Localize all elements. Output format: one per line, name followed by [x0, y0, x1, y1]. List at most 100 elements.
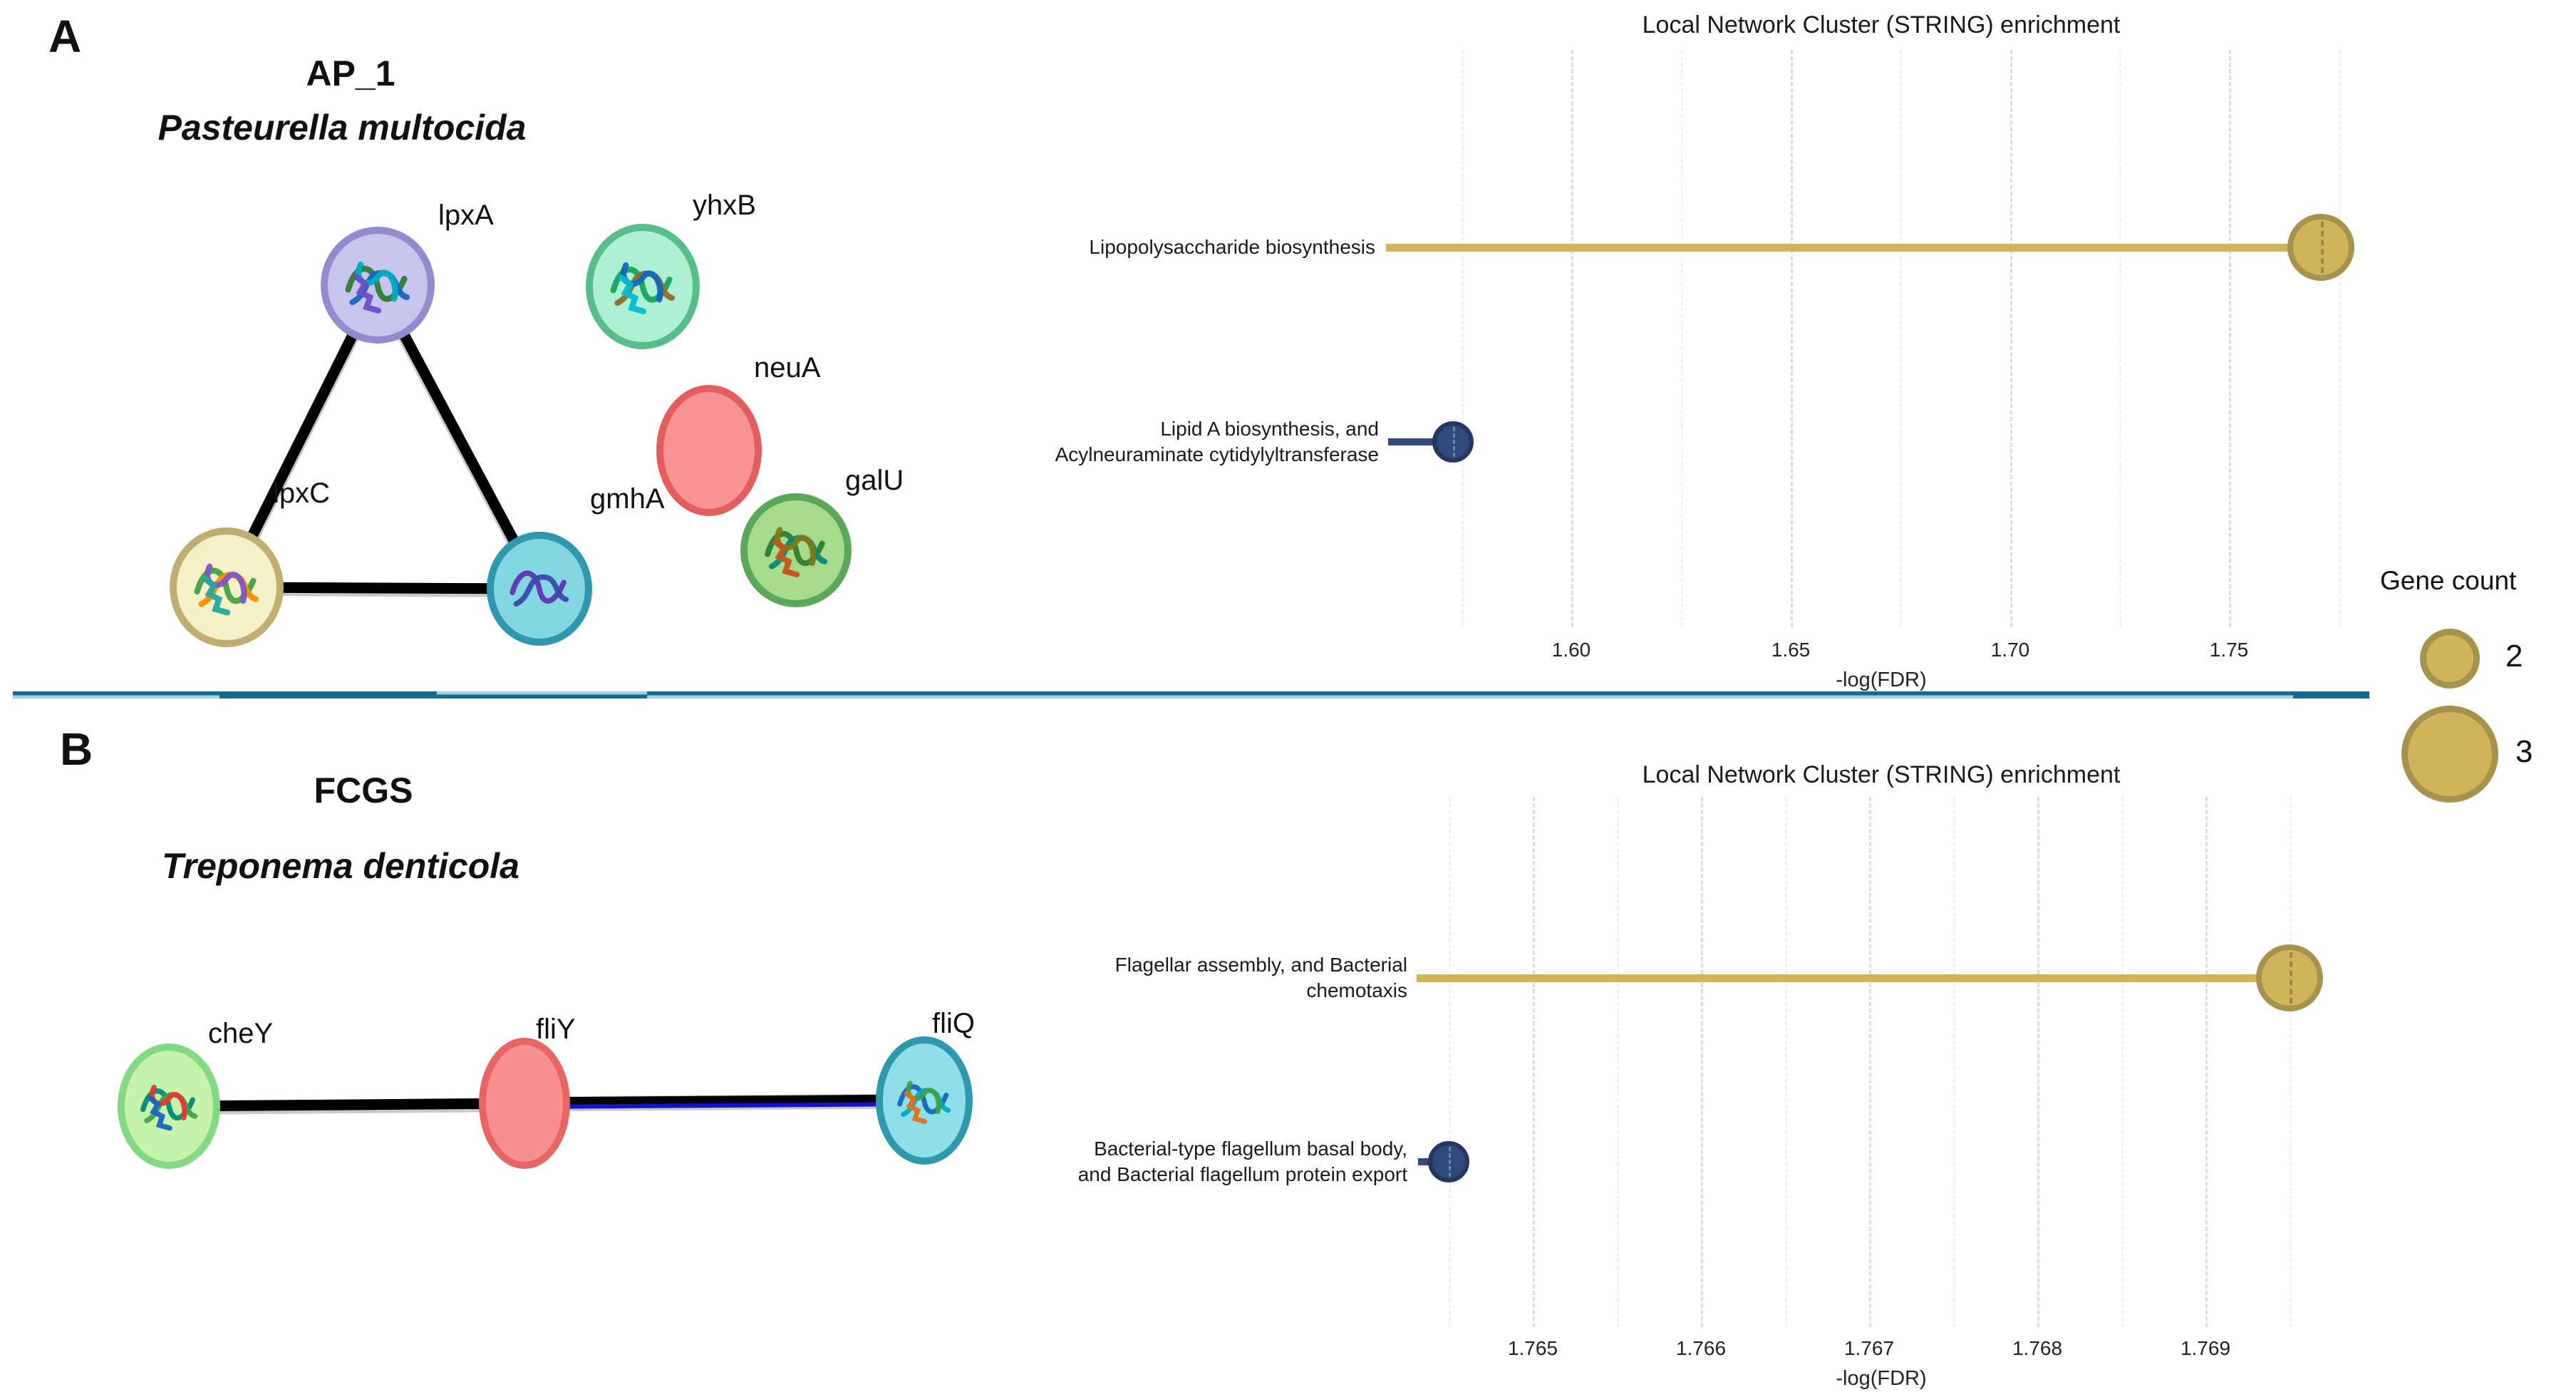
legend-circle-2	[2420, 629, 2480, 689]
panel-b-species: Treponema denticola	[162, 846, 519, 886]
chart-B-tick-2: 1.767	[1843, 1337, 1895, 1359]
node-label-galU: galU	[845, 465, 904, 496]
chart-B-gridline-minor-0	[1449, 797, 1451, 1327]
chart-B-row-1-dot-gridline-overlay	[1449, 1146, 1451, 1177]
divider-segment-4	[2293, 691, 2369, 698]
chart-A-tick-0: 1.60	[1551, 639, 1591, 661]
chart-A-row-1-dot-gridline-overlay	[1452, 426, 1455, 458]
chart-A-gridline-minor-4	[2339, 50, 2341, 627]
protein-structure-yhxB	[610, 262, 676, 315]
chart-B-gridline-minor-1	[1617, 797, 1619, 1327]
panel-a-species: Pasteurella multocida	[157, 108, 527, 148]
chart-B-row-0-dot	[2256, 944, 2323, 1011]
legend-count-2: 2	[2505, 639, 2523, 674]
network-node-gmhA	[487, 532, 592, 646]
chart-B-title: Local Network Cluster (STRING) enrichmen…	[1642, 761, 2121, 788]
divider-segment-2	[437, 691, 647, 698]
divider-segment-0	[13, 691, 219, 698]
protein-structure-galU	[765, 527, 827, 578]
panel-a-letter: A	[48, 11, 82, 62]
chart-A-row-0-dot	[2287, 214, 2355, 281]
legend-circle-3	[2401, 706, 2498, 803]
network-node-lpxA	[321, 227, 435, 344]
chart-A-gridline-3	[2229, 50, 2231, 627]
protein-structure-lpxC	[194, 563, 259, 616]
network-node-cheY	[118, 1043, 220, 1169]
chart-B-gridline-minor-5	[2290, 797, 2292, 1327]
network-node-fliY	[479, 1038, 570, 1169]
legend-count-3: 3	[2515, 734, 2533, 769]
panel-divider-line	[13, 691, 2369, 698]
node-label-lpxC: lpxC	[273, 478, 331, 509]
chart-A-gridline-minor-3	[2119, 50, 2121, 627]
node-label-yhxB: yhxB	[693, 190, 756, 221]
network-node-fliQ	[876, 1036, 973, 1165]
chart-A-row-0-dot-gridline-overlay	[2321, 222, 2324, 273]
chart-A-gridline-minor-1	[1681, 50, 1683, 627]
network-node-yhxB	[586, 224, 700, 349]
chart-A-row-0-label: Lipopolysaccharide biosynthesis	[591, 234, 1375, 260]
chart-A-row-0-label-line: Lipopolysaccharide biosynthesis	[1089, 236, 1375, 258]
chart-B-row-0-line	[1417, 974, 2290, 982]
chart-B-tick-3: 1.768	[2012, 1337, 2063, 1359]
chart-B-gridline-4	[2205, 797, 2208, 1327]
chart-B-row-1-dot	[1428, 1141, 1469, 1182]
node-label-lpxA: lpxA	[438, 200, 494, 231]
panel-b-letter: B	[60, 723, 93, 775]
node-label-gmhA: gmhA	[590, 483, 665, 515]
node-label-cheY: cheY	[208, 1018, 274, 1049]
chart-B-axis-label: -log(FDR)	[1836, 1367, 1927, 1390]
chart-B-row-1-label-line: and Bacterial flagellum protein export	[1077, 1163, 1407, 1185]
edge-B-0-black	[168, 1098, 525, 1112]
chart-A-tick-1: 1.65	[1771, 639, 1811, 661]
chart-A-gridline-2	[2010, 50, 2012, 627]
chart-B-row-0-label: Flagellar assembly, and Bacterial chemota…	[624, 952, 1407, 1004]
chart-A-row-1-label-line: Lipid A biosynthesis, and	[1160, 418, 1379, 440]
chart-A-gridline-0	[1571, 50, 1573, 627]
chart-A-gridline-minor-2	[1900, 50, 1902, 627]
network-node-neuA	[656, 385, 762, 516]
protein-structure-fliQ	[897, 1081, 951, 1124]
chart-A-tick-3: 1.75	[2209, 639, 2249, 661]
panel-b-title: FCGS	[314, 770, 413, 810]
panel-a-title: AP_1	[306, 53, 395, 93]
chart-B-gridline-minor-2	[1785, 797, 1787, 1327]
node-label-neuA: neuA	[754, 352, 821, 383]
chart-B-row-1-label: Bacterial-type flagellum basal body, and …	[624, 1136, 1407, 1187]
chart-B-tick-4: 1.769	[2180, 1337, 2231, 1359]
divider-segment-3	[647, 691, 2293, 698]
protein-structure-cheY	[140, 1085, 198, 1131]
chart-A-gridline-1	[1791, 50, 1793, 627]
chart-B-row-0-label-line: Flagellar assembly, and Bacterial	[1114, 954, 1407, 976]
chart-A-row-1-dot	[1432, 421, 1474, 463]
chart-A-row-1-line	[1388, 438, 1453, 445]
protein-structure-lpxA	[345, 261, 410, 314]
legend-title: Gene count	[2380, 566, 2517, 595]
chart-B-row-0-dot-gridline-overlay	[2290, 952, 2292, 1004]
chart-B-gridline-minor-4	[2121, 797, 2124, 1327]
chart-B-row-0-label-line: chemotaxis	[1306, 979, 1407, 1001]
edge-B-1-blue	[524, 1102, 925, 1109]
chart-B-tick-0: 1.765	[1507, 1337, 1558, 1359]
network-node-lpxC	[170, 527, 284, 647]
chart-A-row-0-line	[1386, 243, 2322, 252]
chart-B-tick-1: 1.766	[1675, 1337, 1727, 1359]
protein-structure-gmhA	[509, 570, 569, 607]
node-label-fliY: fliY	[536, 1014, 576, 1045]
edge-B-1-black	[524, 1094, 925, 1107]
chart-A-gridline-minor-0	[1462, 50, 1464, 627]
chart-B-row-1-label-line: Bacterial-type flagellum basal body,	[1094, 1138, 1407, 1160]
chart-B-gridline-1	[1701, 797, 1703, 1327]
chart-B-gridline-3	[2037, 797, 2039, 1327]
chart-B-gridline-2	[1869, 797, 1871, 1327]
network-node-galU	[740, 493, 852, 607]
chart-A-tick-2: 1.70	[1990, 639, 2030, 661]
chart-A-axis-label: -log(FDR)	[1836, 669, 1927, 691]
node-label-fliQ: fliQ	[932, 1008, 975, 1039]
divider-segment-1	[219, 691, 437, 698]
chart-A-row-1-label-line: Acylneuraminate cytidylyltransferase	[1055, 443, 1379, 465]
chart-B-gridline-0	[1533, 797, 1535, 1327]
